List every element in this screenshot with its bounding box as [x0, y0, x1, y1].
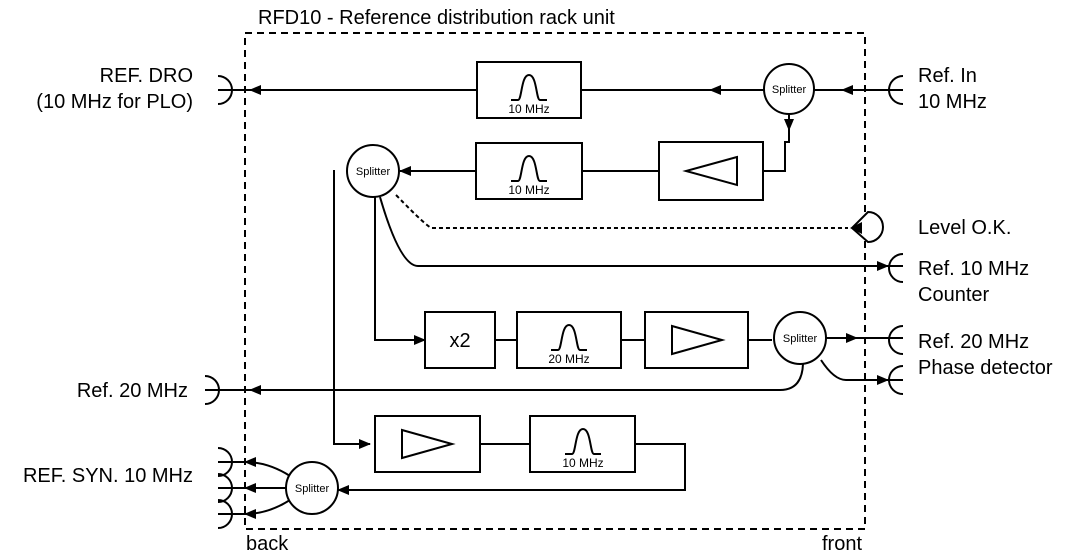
port-counter — [888, 253, 904, 283]
splitter-main: Splitter — [346, 144, 400, 198]
amplifier-bottom — [374, 415, 481, 473]
bandpass-icon — [511, 73, 547, 101]
level-ok-label: Level O.K. — [918, 217, 1011, 239]
back-label: back — [246, 533, 289, 555]
multiplier-label: x2 — [449, 330, 470, 352]
bandpass-icon — [565, 427, 601, 455]
svg-text:Splitter: Splitter — [772, 84, 807, 96]
port-ref20-phase — [888, 325, 904, 355]
ref-in-label: Ref. In — [918, 65, 977, 87]
amplifier-20mhz — [644, 311, 749, 369]
amplifier-icon — [671, 324, 726, 356]
rack-unit-boundary — [244, 32, 866, 530]
svg-text:Splitter: Splitter — [356, 166, 391, 178]
frequency-multiplier: x2 — [424, 311, 496, 369]
splitter-20mhz: Splitter — [773, 311, 827, 365]
svg-text:Splitter: Splitter — [783, 333, 818, 345]
front-label: front — [822, 533, 862, 555]
ref-dro-sublabel: (10 MHz for PLO) — [36, 91, 193, 113]
amplifier-reverse — [658, 141, 764, 201]
svg-text:Splitter: Splitter — [295, 483, 330, 495]
filter-top-label: 10 MHz — [508, 102, 549, 116]
bandpass-filter-20mhz: 20 MHz — [516, 311, 622, 369]
signal-wires — [205, 85, 903, 519]
ref-in-sublabel: 10 MHz — [918, 91, 987, 113]
bandpass-icon — [511, 154, 547, 182]
level-detector-icon — [850, 210, 884, 244]
splitter-input: Splitter — [763, 63, 815, 115]
filter-second-label: 10 MHz — [508, 183, 549, 197]
splitter-syn: Splitter — [285, 461, 339, 515]
filter-20-label: 20 MHz — [548, 352, 589, 366]
counter-label: Ref. 10 MHz — [918, 258, 1029, 280]
ref20-back-label: Ref. 20 MHz — [77, 380, 188, 402]
phase-detector-label: Phase detector — [918, 357, 1053, 379]
ref-dro-label: REF. DRO — [100, 65, 193, 87]
ref20-front-label: Ref. 20 MHz — [918, 331, 1029, 353]
counter-sublabel: Counter — [918, 284, 989, 306]
amplifier-icon — [401, 428, 456, 460]
bandpass-filter-bottom: 10 MHz — [529, 415, 636, 473]
diagram-title: RFD10 - Reference distribution rack unit — [258, 7, 615, 29]
filter-bottom-label: 10 MHz — [562, 456, 603, 470]
amplifier-icon — [682, 155, 738, 187]
bandpass-icon — [551, 323, 587, 351]
bandpass-filter-top: 10 MHz — [476, 61, 582, 119]
bandpass-filter-second: 10 MHz — [475, 142, 583, 200]
ref-syn-label: REF. SYN. 10 MHz — [23, 465, 193, 487]
